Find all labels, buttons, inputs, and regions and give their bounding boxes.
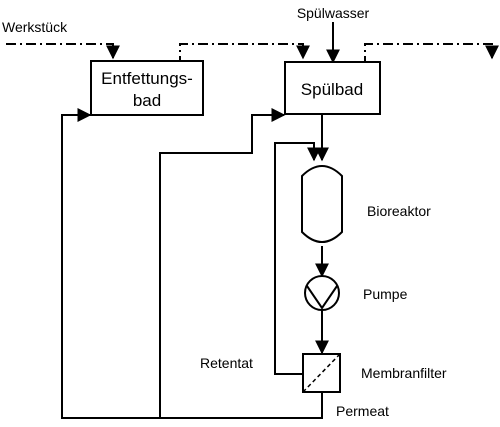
bioreactor-label: Bioreaktor xyxy=(367,203,431,219)
spuelbad-label: Spülbad xyxy=(301,80,363,99)
membranfilter-label: Membranfilter xyxy=(361,365,447,381)
workpiece-path-in xyxy=(6,43,120,60)
permeat-return-line-to-spuelbad xyxy=(159,108,286,418)
permeat-return-line-to-entfettungsbad xyxy=(61,108,323,419)
membrane-filter-icon xyxy=(302,353,341,393)
spuelbad-box xyxy=(284,61,381,115)
retentat-recycle-line xyxy=(274,142,321,375)
workpiece-path-out xyxy=(364,43,499,66)
pump-label: Pumpe xyxy=(363,286,408,302)
entfettungsbad-label-line2: bad xyxy=(133,91,161,110)
entfettungsbad-label-line1: Entfettungs- xyxy=(101,69,193,88)
bioreactor-vessel xyxy=(301,165,343,243)
pump-icon xyxy=(304,275,340,311)
werkstueck-label: Werkstück xyxy=(2,19,68,35)
workpiece-path-middle xyxy=(179,43,310,66)
spuelwasser-label: Spülwasser xyxy=(297,5,370,21)
retentat-label: Retentat xyxy=(200,355,253,371)
permeat-label: Permeat xyxy=(336,403,389,419)
entfettungsbad-box xyxy=(90,60,204,116)
